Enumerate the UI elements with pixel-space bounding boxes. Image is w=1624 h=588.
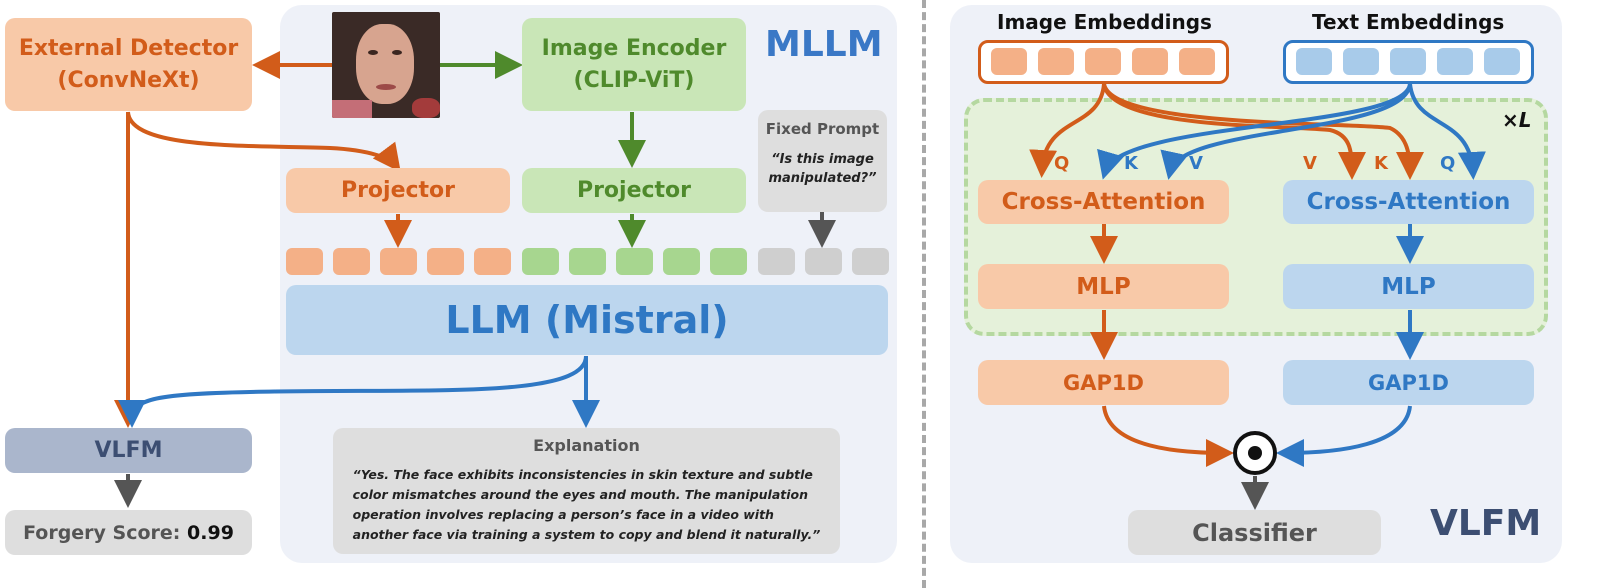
gap-left-label: GAP1D	[1063, 370, 1144, 395]
image-embedding-token-4	[1132, 48, 1168, 75]
projector-left: Projector	[286, 168, 510, 213]
token-detector-4	[427, 248, 464, 275]
external-detector-box: External Detector (ConvNeXt)	[5, 18, 252, 111]
explanation-box: Explanation “Yes. The face exhibits inco…	[333, 428, 840, 554]
token-detector-1	[286, 248, 323, 275]
projector-right-label: Projector	[576, 178, 692, 203]
token-image-2	[569, 248, 606, 275]
cross-attention-right: Cross-Attention	[1283, 180, 1534, 224]
mlp-left-label: MLP	[1076, 273, 1131, 300]
token-detector-3	[380, 248, 417, 275]
explanation-title: Explanation	[533, 436, 640, 455]
text-embedding-token-2	[1343, 48, 1379, 75]
forgery-score-label: Forgery Score:	[23, 521, 188, 544]
mllm-title: MLLM	[765, 24, 883, 65]
cross-attention-left: Cross-Attention	[978, 180, 1229, 224]
mlp-right: MLP	[1283, 264, 1534, 309]
fixed-prompt-title: Fixed Prompt	[765, 120, 880, 138]
forgery-score-box: Forgery Score: 0.99	[5, 510, 252, 555]
token-detector-5	[474, 248, 511, 275]
image-encoder-label: Image Encoder (CLIP-ViT)	[541, 35, 727, 93]
token-image-5	[710, 248, 747, 275]
image-embedding-token-2	[1038, 48, 1074, 75]
fixed-prompt-box: Fixed Prompt “Is this image manipulated?…	[758, 110, 887, 212]
explanation-text: “Yes. The face exhibits inconsistencies …	[352, 467, 821, 542]
image-encoder-box: Image Encoder (CLIP-ViT)	[522, 18, 746, 111]
cross-attention-left-label: Cross-Attention	[1001, 189, 1206, 215]
panel-divider	[922, 0, 926, 588]
v-right: V	[1303, 153, 1317, 174]
cross-attention-right-label: Cross-Attention	[1306, 189, 1511, 215]
projector-left-label: Projector	[340, 178, 456, 203]
external-detector-label: External Detector (ConvNeXt)	[18, 35, 239, 93]
k-left: K	[1124, 153, 1138, 174]
vlfm-box-label: VLFM	[94, 438, 163, 463]
token-prompt-2	[805, 248, 842, 275]
text-embedding-token-4	[1437, 48, 1473, 75]
q-right: Q	[1440, 153, 1456, 174]
token-prompt-3	[852, 248, 889, 275]
classifier-box: Classifier	[1128, 510, 1381, 555]
image-embedding-token-1	[991, 48, 1027, 75]
fixed-prompt-text: “Is this image manipulated?”	[768, 152, 877, 186]
face-image	[332, 12, 440, 118]
llm-label: LLM (Mistral)	[445, 298, 729, 342]
text-embedding-token-3	[1390, 48, 1426, 75]
projector-right: Projector	[522, 168, 746, 213]
forgery-score-value: 0.99	[187, 521, 234, 544]
gap-right-label: GAP1D	[1368, 370, 1449, 395]
token-image-4	[663, 248, 700, 275]
vlfm-box: VLFM	[5, 428, 252, 473]
text-embedding-token-1	[1296, 48, 1332, 75]
mlp-right-label: MLP	[1381, 273, 1436, 300]
repeat-label: ×L	[1502, 108, 1532, 132]
image-embedding-token-5	[1179, 48, 1215, 75]
llm-box: LLM (Mistral)	[286, 285, 888, 355]
token-image-3	[616, 248, 653, 275]
text-embedding-token-5	[1484, 48, 1520, 75]
token-detector-2	[333, 248, 370, 275]
mlp-left: MLP	[978, 264, 1229, 309]
v-left: V	[1189, 153, 1203, 174]
vlfm-panel-title: VLFM	[1430, 503, 1542, 544]
classifier-label: Classifier	[1192, 518, 1317, 547]
token-image-1	[522, 248, 559, 275]
q-left: Q	[1054, 153, 1070, 174]
gap-left: GAP1D	[978, 360, 1229, 405]
k-right: K	[1374, 153, 1388, 174]
image-embedding-token-3	[1085, 48, 1121, 75]
gap-right: GAP1D	[1283, 360, 1534, 405]
image-embeddings-title: Image Embeddings	[997, 10, 1212, 34]
token-prompt-1	[758, 248, 795, 275]
text-embeddings-title: Text Embeddings	[1312, 10, 1505, 34]
